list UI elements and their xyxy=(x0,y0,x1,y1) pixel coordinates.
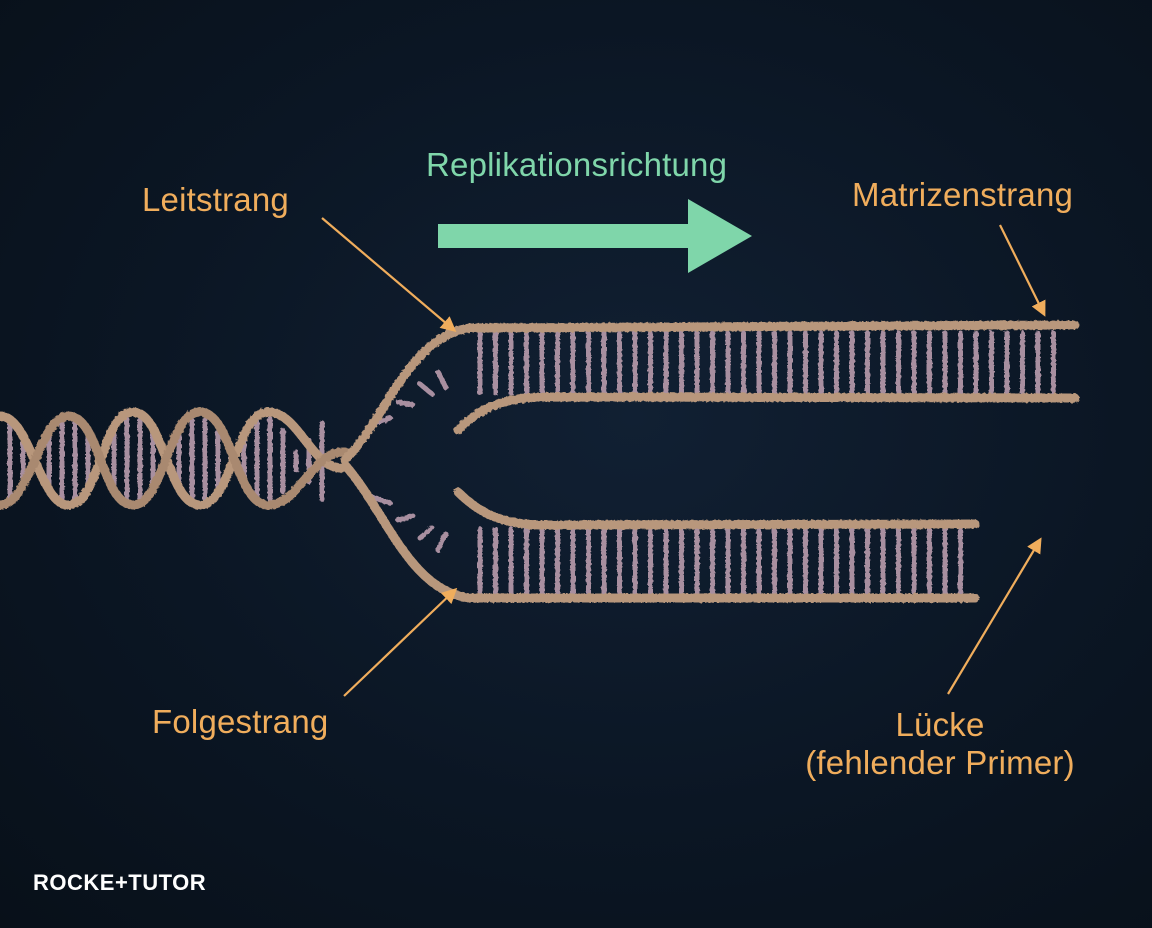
helix-strand-b xyxy=(0,407,350,510)
base-pair-rung xyxy=(435,531,449,553)
lower-outer-strand xyxy=(340,460,980,603)
base-pair-rung xyxy=(435,369,449,391)
replication-direction-label: Replikationsrichtung xyxy=(426,146,728,183)
base-pair-rungs xyxy=(7,330,1056,596)
gap-label-line2: (fehlender Primer) xyxy=(805,743,1075,781)
gap-label-line1: Lücke xyxy=(895,706,985,743)
template-strand-label: Matrizenstrang xyxy=(852,176,1074,213)
template-strand-pointer xyxy=(999,224,1046,317)
base-pair-rung xyxy=(369,494,393,506)
gap-label: Lücke (fehlender Primer) xyxy=(784,706,1096,782)
lower-inner-strand xyxy=(453,487,980,530)
base-pair-rung xyxy=(417,525,435,541)
base-pair-rung xyxy=(417,381,435,397)
dna-backbones xyxy=(0,320,1080,603)
base-pair-rung xyxy=(395,513,416,523)
pointer-arrows xyxy=(321,217,1046,697)
lagging-strand-pointer xyxy=(343,587,458,697)
base-pair-rung xyxy=(395,399,416,408)
upper-inner-strand xyxy=(453,392,1080,435)
replication-direction-arrow xyxy=(438,199,752,273)
lagging-strand-label: Folgestrang xyxy=(152,703,329,740)
gap-pointer xyxy=(947,537,1042,695)
leading-strand-label: Leitstrang xyxy=(142,181,289,218)
upper-outer-strand xyxy=(340,320,1080,465)
rocket-tutor-logo: ROCKE+TUTOR xyxy=(33,870,207,895)
leading-strand-pointer xyxy=(321,217,457,332)
